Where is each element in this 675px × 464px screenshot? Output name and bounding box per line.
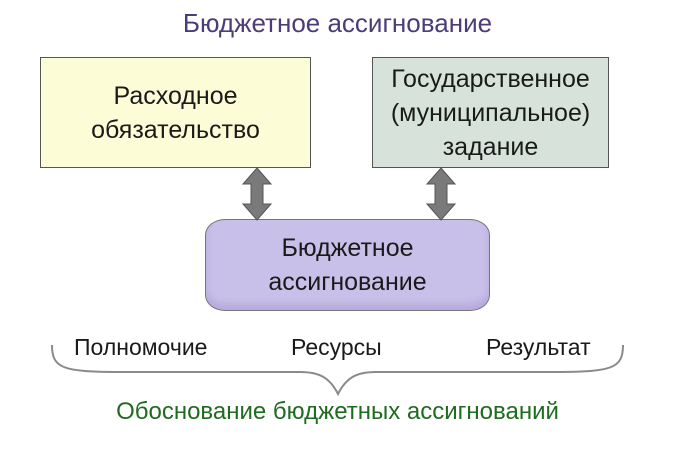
state-task-line-3: задание — [442, 132, 539, 161]
resources-label: Ресурсы — [291, 334, 382, 360]
authority-label: Полномочие — [74, 334, 208, 360]
double-arrow-icon-right — [425, 167, 457, 221]
state-task-box: Государственное (муниципальное) задание — [372, 57, 609, 168]
budget-allocation-line-2: ассигнование — [268, 268, 427, 296]
expenditure-obligation-line-2: обязательство — [91, 115, 260, 144]
state-task-line-1: Государственное — [391, 64, 590, 93]
budget-allocation-line-1: Бюджетное — [281, 234, 414, 262]
diagram-title: Бюджетное ассигнование — [182, 8, 493, 38]
double-arrow-icon-left — [241, 167, 273, 221]
budget-allocation-box: Бюджетное ассигнование — [205, 219, 490, 311]
expenditure-obligation-box: Расходное обязательство — [40, 57, 311, 168]
result-label: Результат — [486, 334, 591, 360]
expenditure-obligation-line-1: Расходное — [113, 81, 238, 110]
justification-caption: Обоснование бюджетных ассигнований — [116, 398, 559, 425]
state-task-line-2: (муниципальное) — [390, 98, 591, 127]
